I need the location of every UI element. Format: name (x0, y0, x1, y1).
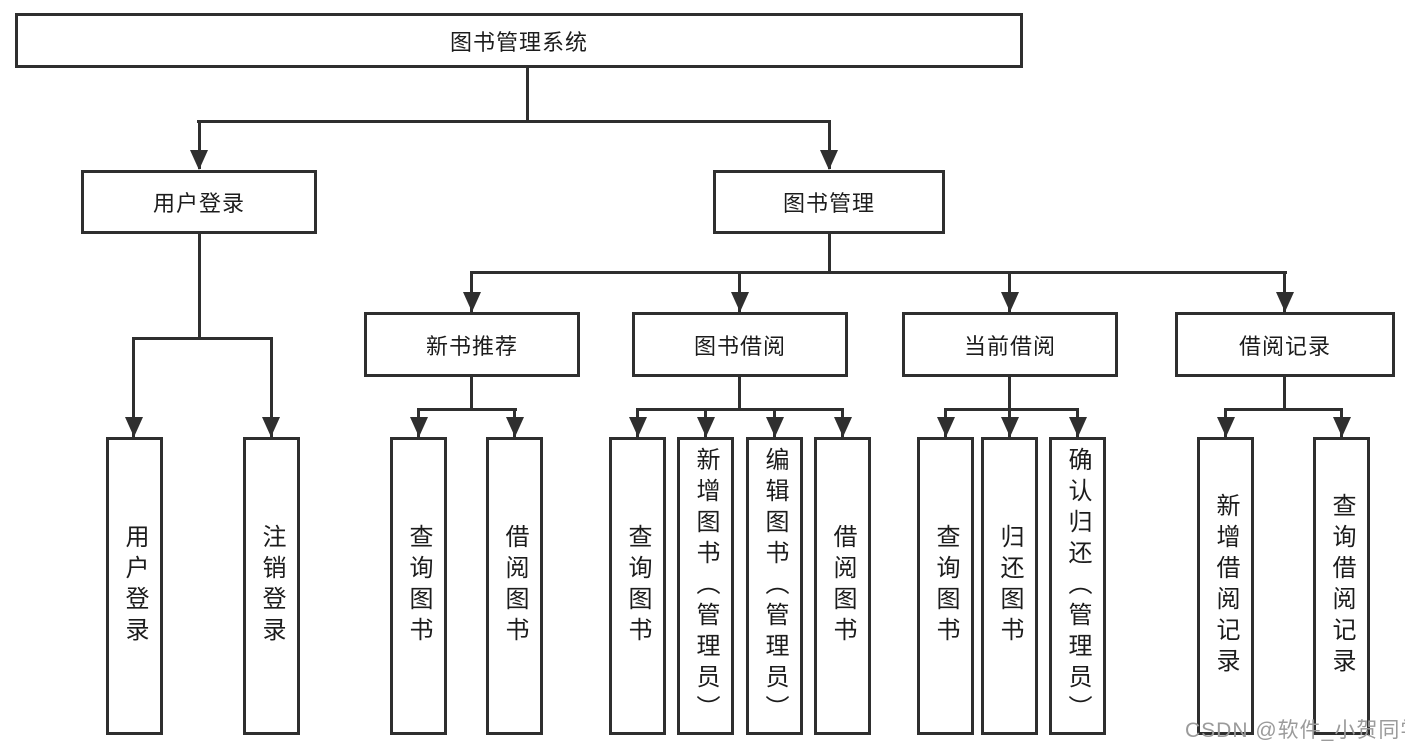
leaf-confirm-return-admin: 确认归还（管理员） (1049, 437, 1106, 735)
arrow-down-icon (834, 417, 852, 437)
leaf-query-books: 查询图书 (609, 437, 666, 735)
leaf-edit-books-admin: 编辑图书（管理员） (746, 437, 803, 735)
connector-line (1283, 377, 1286, 408)
arrow-down-icon (820, 150, 838, 170)
arrow-down-icon (1069, 417, 1087, 437)
arrow-down-icon (697, 417, 715, 437)
connector-line (1008, 377, 1011, 408)
connector-line (132, 337, 273, 340)
connector-line (1008, 271, 1011, 312)
connector-line (1224, 408, 1343, 411)
node-borrowing-records: 借阅记录 (1175, 312, 1395, 377)
leaf-borrow-books: 借阅图书 (814, 437, 871, 735)
leaf-query-books: 查询图书 (917, 437, 974, 735)
leaf-borrow-books: 借阅图书 (486, 437, 543, 735)
leaf-query-borrow-record: 查询借阅记录 (1313, 437, 1370, 735)
arrow-down-icon (766, 417, 784, 437)
node-book-borrowing: 图书借阅 (632, 312, 848, 377)
arrow-down-icon (125, 417, 143, 437)
arrow-down-icon (937, 417, 955, 437)
leaf-query-books: 查询图书 (390, 437, 447, 735)
connector-line (636, 408, 844, 411)
connector-line (470, 271, 1287, 274)
arrow-down-icon (190, 150, 208, 170)
csdn-watermark: CSDN @软件_小贺同学 (1185, 719, 1405, 742)
connector-line (526, 68, 529, 120)
connector-line (132, 337, 135, 437)
connector-line (738, 271, 741, 312)
node-book-management: 图书管理 (713, 170, 945, 234)
connector-line (828, 120, 831, 169)
connector-line (197, 120, 831, 123)
connector-line (1283, 271, 1286, 312)
arrow-down-icon (629, 417, 647, 437)
connector-line (828, 234, 831, 271)
connector-line (198, 120, 201, 169)
connector-line (944, 408, 1079, 411)
leaf-return-books: 归还图书 (981, 437, 1038, 735)
arrow-down-icon (1276, 292, 1294, 312)
leaf-add-books-admin: 新增图书（管理员） (677, 437, 734, 735)
connector-line (198, 234, 201, 337)
arrow-down-icon (1217, 417, 1235, 437)
arrow-down-icon (410, 417, 428, 437)
arrow-down-icon (1333, 417, 1351, 437)
arrow-down-icon (262, 417, 280, 437)
connector-line (417, 408, 517, 411)
arrow-down-icon (1001, 417, 1019, 437)
arrow-down-icon (731, 292, 749, 312)
node-user-login: 用户登录 (81, 170, 317, 234)
node-current-borrowing: 当前借阅 (902, 312, 1118, 377)
node-library-management-system: 图书管理系统 (15, 13, 1023, 68)
arrow-down-icon (1001, 292, 1019, 312)
node-new-book-recommendation: 新书推荐 (364, 312, 580, 377)
leaf-logout: 注销登录 (243, 437, 300, 735)
connector-line (270, 337, 273, 437)
arrow-down-icon (506, 417, 524, 437)
arrow-down-icon (463, 292, 481, 312)
connector-line (738, 377, 741, 408)
connector-line (470, 377, 473, 408)
leaf-add-borrow-record: 新增借阅记录 (1197, 437, 1254, 735)
connector-line (470, 271, 473, 312)
leaf-user-login: 用户登录 (106, 437, 163, 735)
